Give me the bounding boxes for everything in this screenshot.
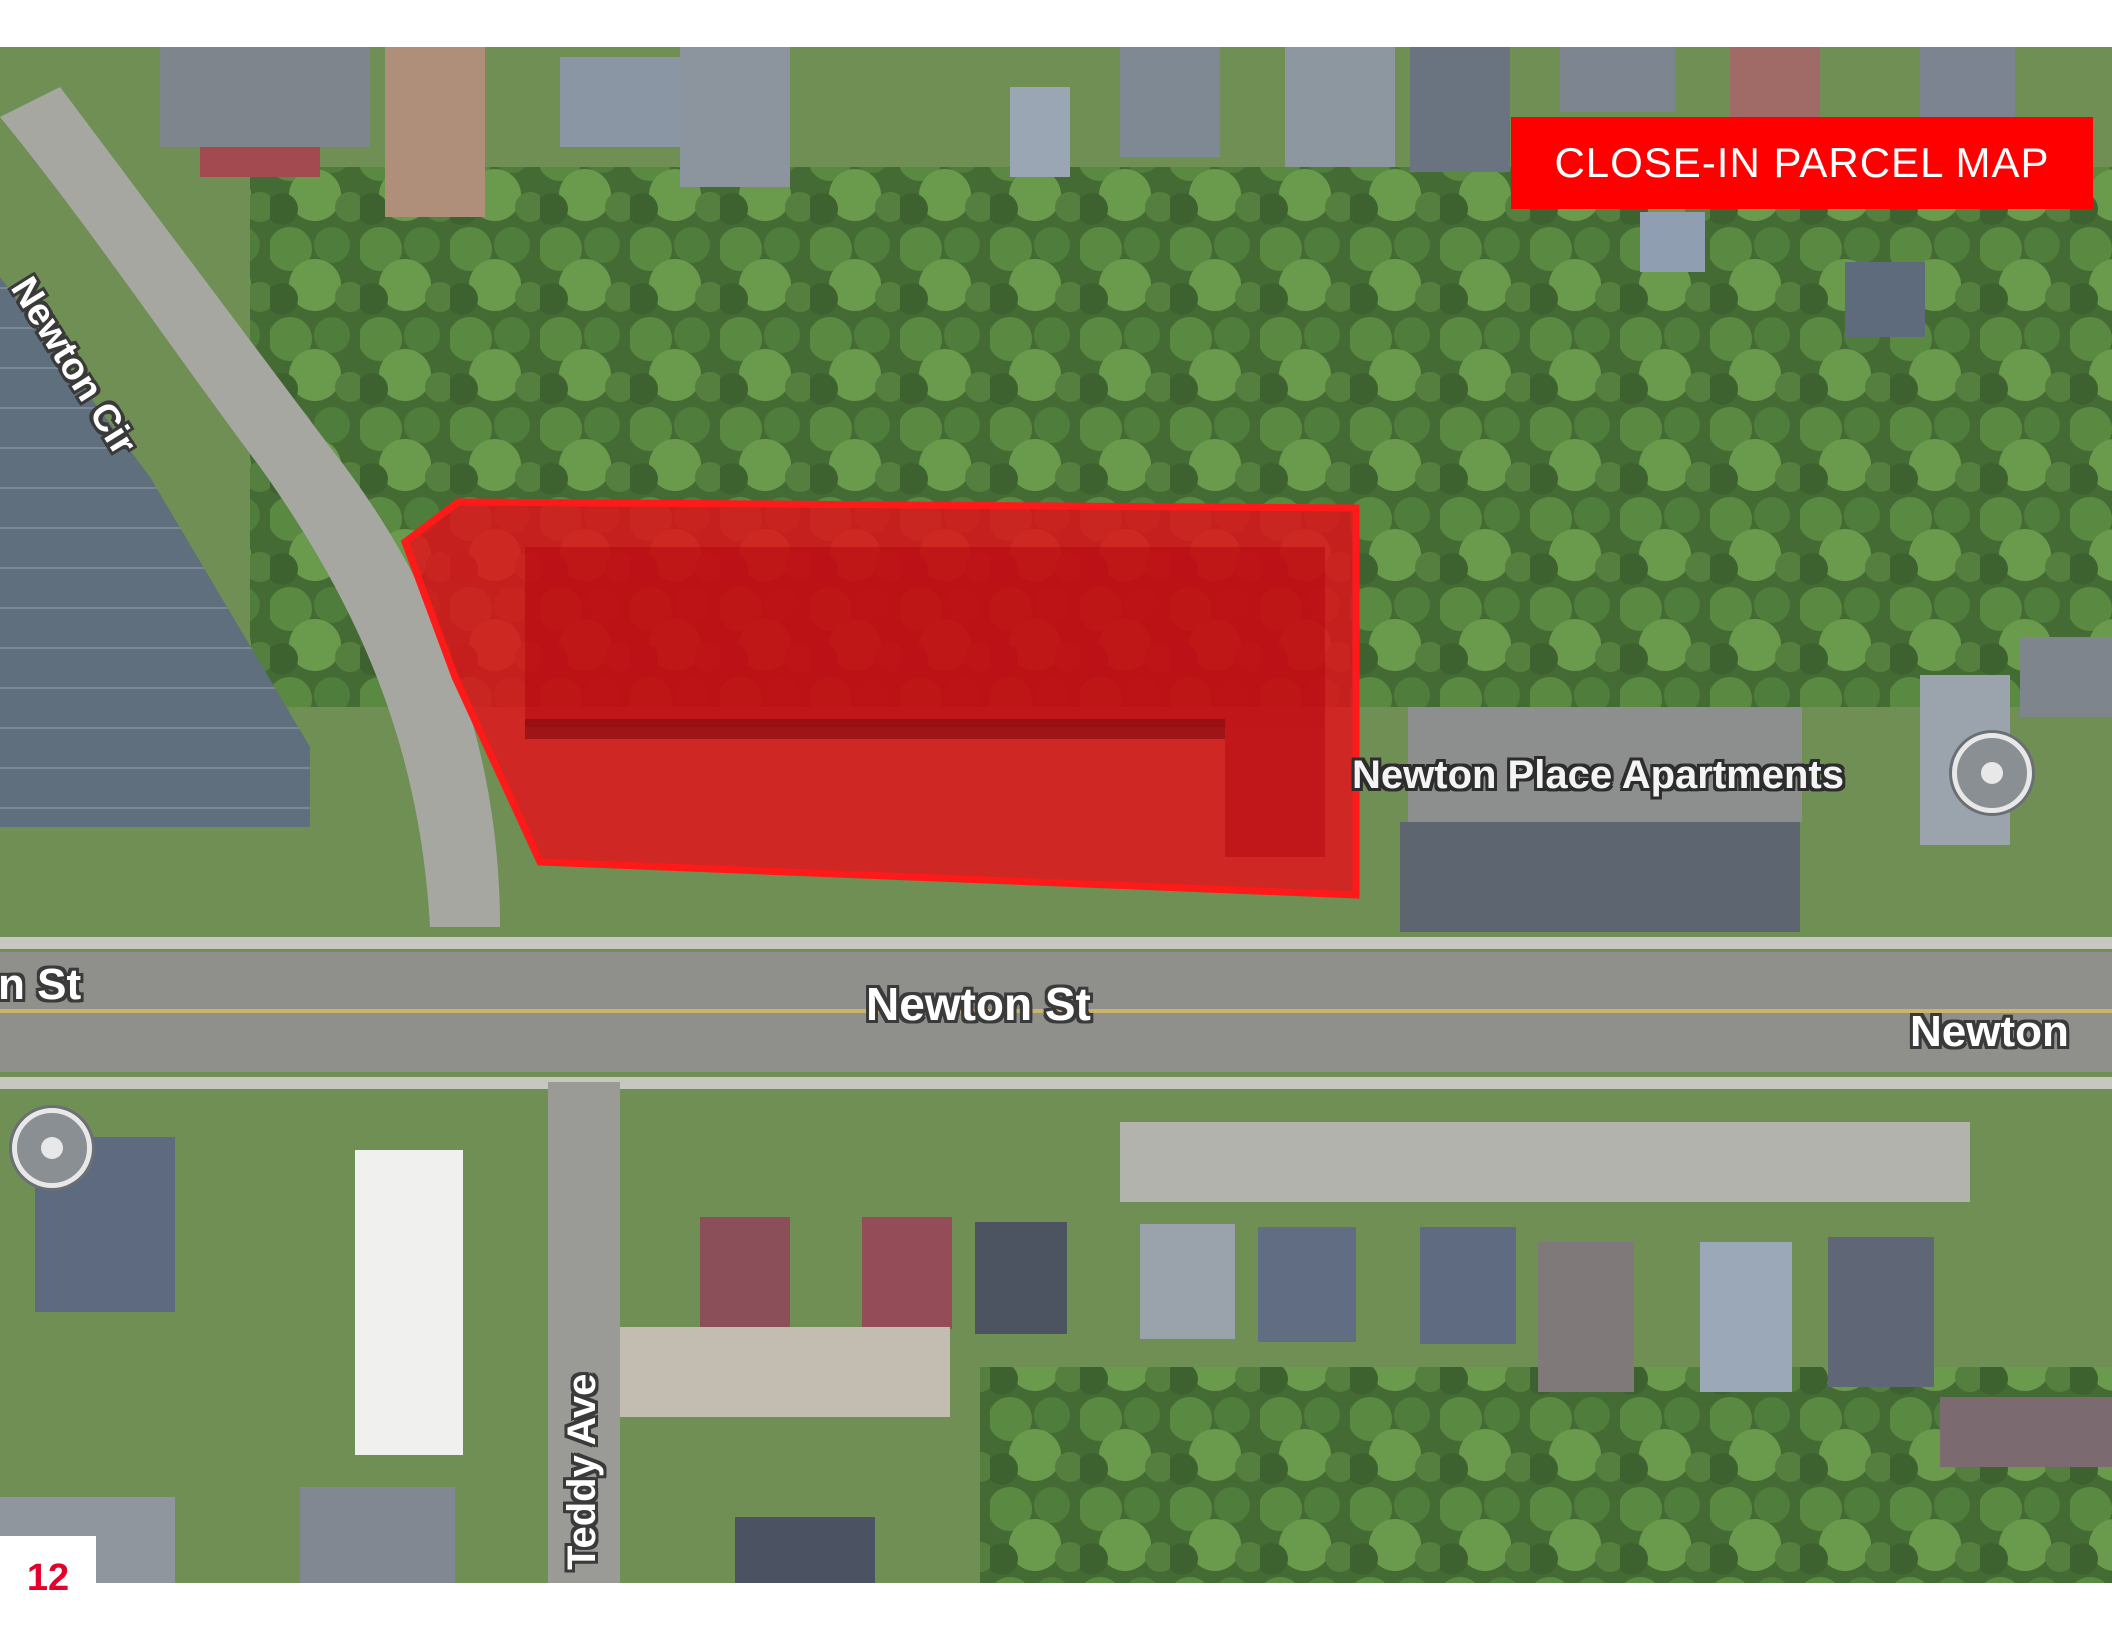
street-label-newton-st: Newton St	[866, 978, 1091, 1030]
north-houses	[160, 47, 2015, 337]
street-label-teddy-ave: Teddy Ave	[560, 1373, 604, 1570]
apartments-parking	[1400, 822, 1800, 932]
tree-canopy-south	[980, 1367, 2112, 1583]
apartments-building	[1408, 707, 1802, 822]
map-title-badge: CLOSE-IN PARCEL MAP	[1511, 117, 2093, 209]
page-number: 12	[0, 1536, 96, 1620]
parcel-building-outline	[525, 547, 1325, 857]
map-imagery	[0, 47, 2112, 1583]
teddy-ave-road	[548, 1082, 620, 1583]
street-label-newton-st-east: Newton	[1910, 1007, 2069, 1056]
south-houses	[0, 1137, 2112, 1583]
satellite-map[interactable]	[0, 47, 2112, 1583]
place-pin-icon[interactable]	[1952, 733, 2032, 813]
place-pin-icon[interactable]	[12, 1108, 92, 1188]
west-parking-lot	[0, 277, 310, 827]
newton-cir-road	[0, 87, 500, 927]
street-label-newton-st-west: n St	[0, 960, 82, 1009]
south-parking	[1120, 1122, 1970, 1202]
place-label-newton-place-apartments[interactable]: Newton Place Apartments	[1352, 753, 1844, 797]
